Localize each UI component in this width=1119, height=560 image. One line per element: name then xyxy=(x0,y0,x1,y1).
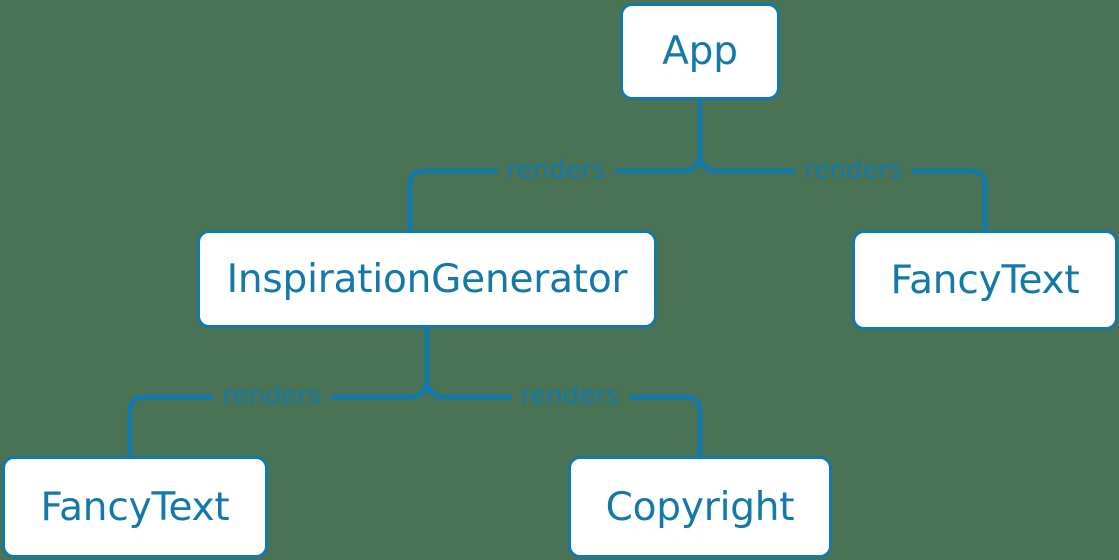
node-copyright[interactable]: Copyright xyxy=(568,456,832,558)
node-copyright-label: Copyright xyxy=(605,484,795,530)
edge-label-app-to-inspirationgenerator: renders xyxy=(497,155,615,185)
node-fancy-text-right-label: FancyText xyxy=(890,257,1080,303)
edge-inspirationgenerator-to-fancytext-bottom xyxy=(127,381,430,456)
edge-label-app-to-fancytext-right: renders xyxy=(794,155,912,185)
edge-app-to-fancytext-right xyxy=(697,155,988,230)
node-fancy-text-bottom-left-label: FancyText xyxy=(40,484,230,530)
node-app[interactable]: App xyxy=(620,3,780,100)
node-fancy-text-bottom-left[interactable]: FancyText xyxy=(2,456,268,558)
edge-inspirationgenerator-to-copyright xyxy=(424,381,703,456)
node-inspiration-generator[interactable]: InspirationGenerator xyxy=(197,230,657,328)
node-fancy-text-right[interactable]: FancyText xyxy=(852,230,1118,330)
node-inspiration-generator-label: InspirationGenerator xyxy=(226,256,628,302)
edge-label-inspirationgenerator-to-copyright: renders xyxy=(511,381,629,411)
edge-label-inspirationgenerator-to-fancytext: renders xyxy=(213,381,331,411)
node-app-label: App xyxy=(662,29,738,74)
edge-app-to-inspirationgenerator xyxy=(407,155,703,230)
